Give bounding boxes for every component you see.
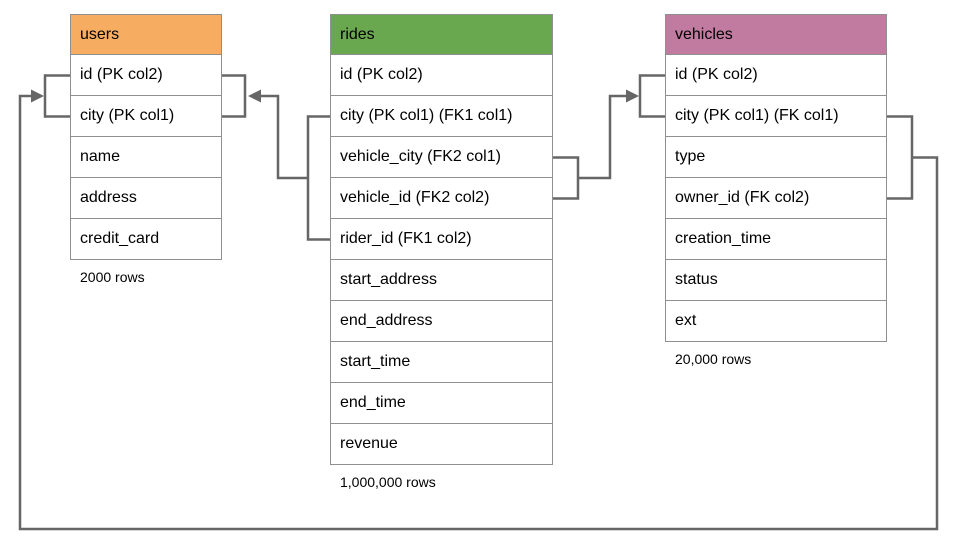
fk1-rides-bracket <box>306 115 330 241</box>
fk1-mid-wire <box>259 94 308 180</box>
column-row: city (PK col1) (FK1 col1) <box>330 96 553 137</box>
column-row: start_time <box>330 342 553 383</box>
column-row: vehicle_city (FK2 col1) <box>330 137 553 178</box>
column-row: address <box>70 178 222 219</box>
column-row: city (PK col1) (FK col1) <box>665 96 887 137</box>
table-rides-columns: id (PK col2)city (PK col1) (FK1 col1)veh… <box>330 55 553 465</box>
column-row: end_address <box>330 301 553 342</box>
column-row: name <box>70 137 222 178</box>
table-users-rowcount: 2000 rows <box>80 269 145 285</box>
fk3-users-bracket <box>43 74 70 118</box>
fk2-vehicles-bracket <box>638 74 665 118</box>
fk3-arrow-right-icon <box>31 89 44 103</box>
fk1-arrow-left-icon <box>248 89 261 103</box>
fk3-vehicles-bracket <box>887 115 914 200</box>
column-row: status <box>665 260 887 301</box>
table-users-header: users <box>70 14 222 55</box>
column-row: id (PK col2) <box>70 55 222 96</box>
fk2-rides-bracket <box>553 156 580 200</box>
fk1-rides-users-connector <box>222 74 330 241</box>
table-rides-rowcount: 1,000,000 rows <box>340 474 436 490</box>
column-row: creation_time <box>665 219 887 260</box>
column-row: end_time <box>330 383 553 424</box>
column-row: rider_id (FK1 col2) <box>330 219 553 260</box>
fk2-rides-vehicles-connector <box>553 74 665 200</box>
table-rides-header: rides <box>330 14 553 55</box>
fk2-arrow-right-icon <box>626 89 639 103</box>
column-row: vehicle_id (FK2 col2) <box>330 178 553 219</box>
column-row: city (PK col1) <box>70 96 222 137</box>
column-row: revenue <box>330 424 553 465</box>
fk2-mid-wire <box>578 94 628 180</box>
column-row: ext <box>665 301 887 342</box>
column-row: id (PK col2) <box>330 55 553 96</box>
table-vehicles-header: vehicles <box>665 14 887 55</box>
fk1-users-bracket <box>222 74 247 118</box>
column-row: credit_card <box>70 219 222 260</box>
column-row: type <box>665 137 887 178</box>
table-vehicles-columns: id (PK col2)city (PK col1) (FK col1)type… <box>665 55 887 342</box>
fk3-loop-wire <box>18 94 939 531</box>
column-row: id (PK col2) <box>665 55 887 96</box>
table-vehicles: vehicles id (PK col2)city (PK col1) (FK … <box>665 14 887 367</box>
table-vehicles-rowcount: 20,000 rows <box>675 351 752 367</box>
table-rides: rides id (PK col2)city (PK col1) (FK1 co… <box>330 14 553 490</box>
column-row: start_address <box>330 260 553 301</box>
fk3-vehicles-users-connector <box>18 74 939 531</box>
column-row: owner_id (FK col2) <box>665 178 887 219</box>
